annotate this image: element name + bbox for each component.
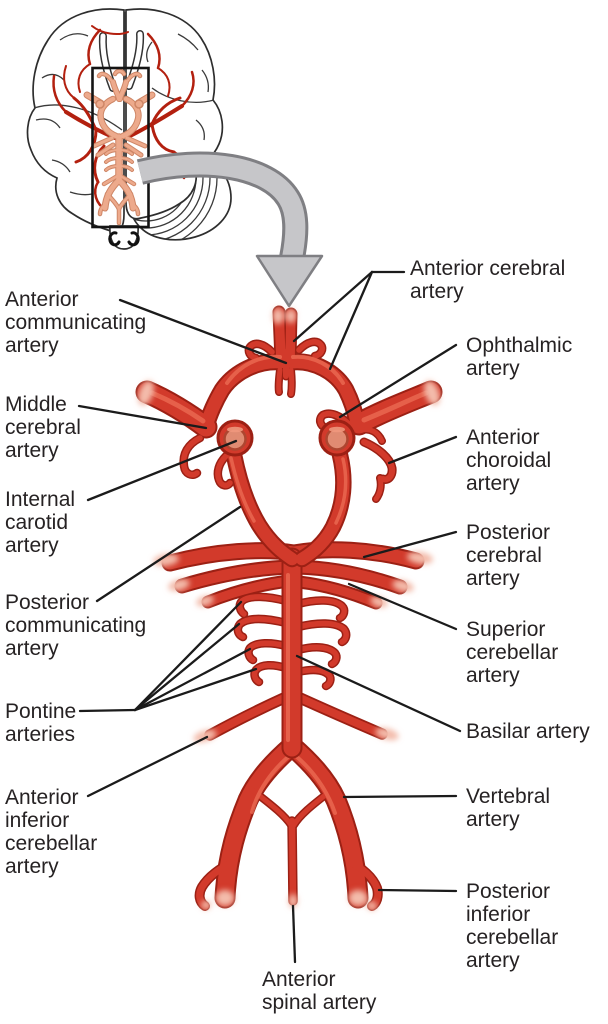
leader-anterior-choroidal-artery — [387, 435, 458, 465]
label-ophthalmic-artery: Ophthalmic artery — [466, 334, 573, 380]
label-internal-carotid-artery: Internal carotid artery — [5, 488, 76, 557]
leader-internal-carotid-artery — [86, 439, 238, 502]
label-basilar-artery: Basilar artery — [466, 720, 590, 743]
leader-posterior-communicating-artery — [95, 505, 242, 603]
leader-lines — [77, 270, 462, 964]
cut-vessel-ends — [138, 308, 440, 911]
leader-superior-cerebellar-artery — [347, 582, 458, 631]
leader-posterior-inferior-cerebellar-artery — [377, 888, 458, 893]
leader-anterior-communicating-artery — [118, 298, 288, 365]
label-middle-cerebral-artery: Middle cerebral artery — [5, 393, 81, 462]
leader-vertebral-artery — [342, 794, 458, 799]
internal-carotid-ring-left — [216, 419, 254, 457]
label-anterior-cerebral-artery: Anterior cerebral artery — [410, 257, 566, 303]
leader-ophthalmic-artery — [338, 343, 458, 419]
label-anterior-communicating-artery: Anterior communicating artery — [5, 288, 147, 357]
leader-pontine-arteries-2 — [133, 622, 241, 712]
leader-posterior-cerebral-artery — [362, 530, 458, 559]
label-anterior-inferior-cerebellar-artery: Anterior inferior cerebellar artery — [5, 786, 98, 878]
label-anterior-spinal-artery: Anterior spinal artery — [262, 968, 377, 1014]
label-superior-cerebellar-artery: Superior cerebellar artery — [466, 618, 559, 687]
leader-anterior-spinal-artery — [291, 904, 297, 964]
label-anterior-choroidal-artery: Anterior choroidal artery — [466, 426, 552, 495]
brain-inset-inferior-view — [26, 8, 232, 250]
internal-carotid-ring-right — [318, 419, 356, 457]
artery-illustration — [135, 308, 443, 911]
label-posterior-cerebral-artery: Posterior cerebral artery — [466, 521, 551, 590]
brainstem-marks — [108, 231, 140, 247]
label-posterior-communicating-artery: Posterior communicating artery — [5, 591, 147, 660]
zoom-arrow-icon — [136, 151, 324, 308]
inset-focus-box — [91, 66, 150, 229]
leader-pontine-arteries-stub — [78, 708, 137, 713]
central-artery-column — [83, 68, 156, 226]
label-vertebral-artery: Vertebral artery — [466, 785, 551, 831]
leader-anterior-cerebral-artery-2 — [328, 270, 374, 371]
leader-pontine-arteries-3 — [133, 647, 252, 712]
leader-basilar-artery — [295, 654, 462, 733]
leader-pontine-arteries-1 — [133, 600, 243, 712]
leader-middle-cerebral-artery — [77, 404, 208, 430]
label-posterior-inferior-cerebellar-artery: Posterior inferior cerebellar artery — [466, 880, 559, 972]
leader-anterior-inferior-cerebellar-artery — [86, 735, 209, 798]
leader-anterior-cerebral-artery-1 — [292, 270, 374, 343]
leader-pontine-arteries-4 — [133, 667, 258, 712]
label-pontine-arteries: Pontine arteries — [5, 700, 77, 746]
gyri-lines — [33, 12, 215, 196]
